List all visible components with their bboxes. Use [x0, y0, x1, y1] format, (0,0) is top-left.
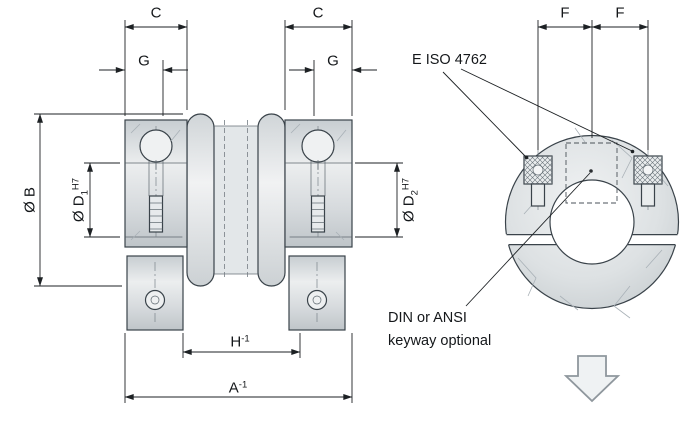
spacer: [213, 125, 259, 275]
dim-c-left: [124, 20, 188, 116]
side-view: [124, 113, 353, 331]
disc-pack: [186, 113, 286, 287]
right-disc: [257, 113, 286, 287]
dim-c-right-label: C: [312, 4, 324, 22]
clamp-screw-shank: [148, 195, 164, 233]
keyway-note-line1: DIN or ANSI: [388, 310, 467, 326]
leader-lines: [442, 68, 635, 307]
dim-f-right-label: F: [615, 4, 625, 22]
clamp-screw-shank: [310, 195, 326, 233]
keyway-outline: [565, 142, 618, 204]
front-right-screw: [633, 150, 663, 212]
left-disc: [186, 113, 215, 287]
screw-spec-note: E ISO 4762: [412, 52, 487, 68]
down-arrow-icon: [563, 355, 621, 403]
dim-b: [34, 113, 183, 287]
dim-g-left: [99, 60, 188, 116]
right-hub: [284, 119, 353, 331]
keyway-leader-dot: [589, 169, 593, 173]
dim-h: [182, 333, 301, 358]
lower-screw-hole: [306, 289, 328, 311]
dim-d2-label: Ø D2H7: [400, 177, 421, 223]
dim-d2: [355, 162, 403, 238]
front-left-screw: [523, 150, 553, 212]
dim-b-label: Ø B: [21, 187, 39, 213]
dim-c-left-label: C: [150, 4, 162, 22]
bore: [549, 179, 635, 265]
dim-f-pair: [537, 20, 649, 150]
dim-d1: [84, 162, 120, 238]
dim-g-right-label: G: [327, 52, 339, 70]
dim-f-left-label: F: [560, 4, 570, 22]
dim-d1-label: Ø D1H7: [70, 177, 91, 223]
front-view: [502, 127, 682, 403]
dim-a: [124, 333, 353, 403]
left-slit: [502, 234, 557, 246]
dim-h-label: H-1: [230, 333, 250, 351]
dim-a-label: A-1: [228, 379, 248, 397]
lower-screw-hole: [144, 289, 166, 311]
clamp-screw-head: [301, 129, 335, 163]
clamp-screw-head: [139, 129, 173, 163]
right-slit: [627, 234, 682, 246]
dim-c-right: [284, 20, 353, 116]
dim-g-left-label: G: [138, 52, 150, 70]
left-hub: [124, 119, 188, 331]
keyway-note-line2: keyway optional: [388, 333, 492, 349]
dim-g-right: [289, 60, 377, 116]
